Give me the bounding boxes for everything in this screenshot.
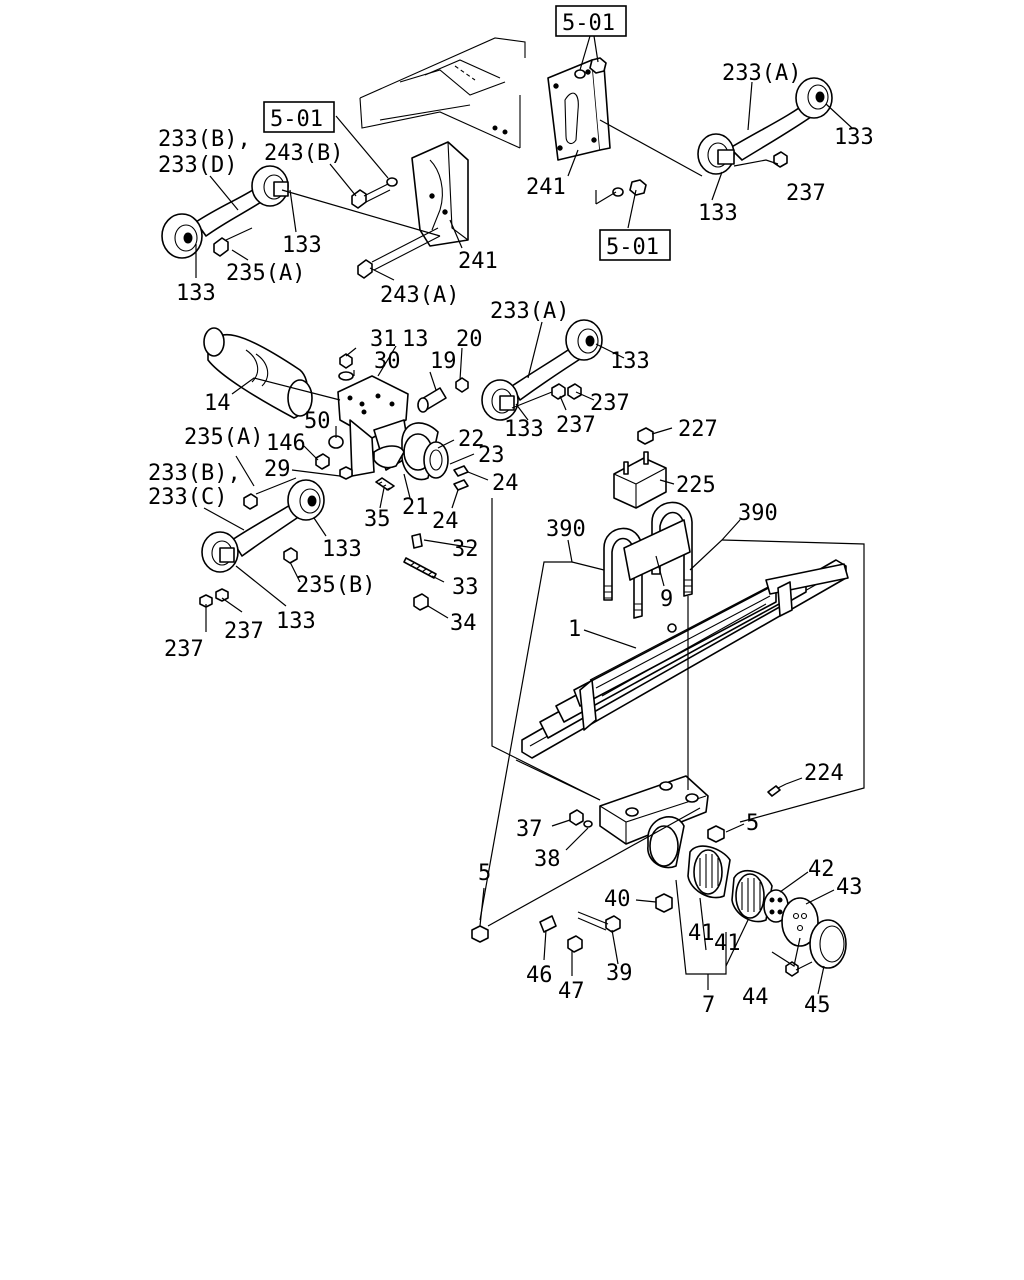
part-label: 233(A): [722, 61, 801, 86]
part-label: 237: [224, 619, 264, 644]
cover-43: [781, 897, 819, 947]
part-label: 235(A): [184, 425, 263, 450]
part-label: 241: [458, 249, 498, 274]
shaft-14: [203, 327, 313, 419]
part-label: 133: [276, 609, 316, 634]
part-label: 38: [534, 847, 561, 872]
part-label: 243(A): [380, 283, 459, 308]
part-label: 44: [742, 985, 769, 1010]
rubber-mount-225: [613, 427, 667, 509]
bolt-243-a: [357, 227, 441, 279]
part-label: 133: [698, 201, 738, 226]
part-label: 243(B): [264, 141, 343, 166]
part-label: 233(C): [148, 485, 227, 510]
part-label: 47: [558, 979, 585, 1004]
part-label: 390: [546, 517, 586, 542]
part-label: 133: [610, 349, 650, 374]
part-label: 233(A): [490, 299, 569, 324]
part-label: 34: [450, 611, 477, 636]
part-label: 233(B),: [158, 127, 251, 152]
ref-box-left: 5-01: [263, 101, 335, 133]
ref-box-top: 5-01: [555, 5, 627, 37]
spacer-9: [623, 519, 691, 581]
bushing-41: [687, 845, 773, 923]
part-label: 1: [568, 617, 581, 642]
ref-box-bottom: 5-01: [599, 229, 671, 261]
bolt-243-b: [351, 183, 391, 209]
part-label: 42: [808, 857, 835, 882]
part-label: 237: [786, 181, 826, 206]
bracket-241-center: [547, 59, 611, 161]
part-label: 41: [688, 921, 715, 946]
leaf-spring-1: [521, 559, 849, 759]
part-label: 29: [264, 457, 291, 482]
frame-rail: [359, 37, 526, 149]
small-parts-32-34: [403, 533, 437, 611]
part-label: 237: [164, 637, 204, 662]
part-label: 24: [492, 471, 519, 496]
part-label: 46: [526, 963, 553, 988]
part-label: 237: [556, 413, 596, 438]
part-label: 133: [504, 417, 544, 442]
part-label: 235(A): [226, 261, 305, 286]
part-label: 20: [456, 327, 483, 352]
ref-label: 5-01: [270, 107, 323, 132]
part-label: 39: [606, 961, 633, 986]
part-label: 23: [478, 443, 505, 468]
part-label: 43: [836, 875, 863, 900]
part-label: 50: [304, 409, 331, 434]
part-label: 32: [452, 537, 479, 562]
leader-lines: [195, 35, 865, 995]
part-label: 41: [714, 931, 741, 956]
part-label: 9: [660, 587, 673, 612]
part-label: 235(B): [296, 573, 375, 598]
pin-19: [417, 377, 469, 413]
part-label: 390: [738, 501, 778, 526]
torque-rod-233b-upper: [161, 165, 289, 259]
torque-rod-233b-lower: [199, 477, 325, 608]
fasteners-top: [386, 57, 647, 197]
spring-seat: [599, 775, 709, 869]
part-label: 45: [804, 993, 831, 1018]
small-parts-lower: [471, 783, 787, 953]
part-label: 146: [266, 431, 306, 456]
torque-rod-233a-upper: [697, 77, 833, 175]
part-label: 31: [370, 327, 397, 352]
part-label: 133: [176, 281, 216, 306]
hub-21-22-23: [373, 422, 449, 481]
part-label: 233(B),: [148, 461, 241, 486]
part-label: 7: [702, 993, 715, 1018]
part-label: 133: [282, 233, 322, 258]
bolt-44: [785, 961, 813, 977]
part-label: 133: [322, 537, 362, 562]
part-label: 22: [458, 427, 485, 452]
part-label: 241: [526, 175, 566, 200]
part-labels: 233(A) 133 237 133 241 233(B), 233(D) 24…: [148, 61, 874, 1018]
part-label: 13: [402, 327, 429, 352]
part-label: 233(D): [158, 153, 237, 178]
part-label: 40: [604, 887, 631, 912]
part-label: 30: [374, 349, 401, 374]
part-label: 5: [746, 811, 759, 836]
part-label: 133: [834, 125, 874, 150]
part-label: 33: [452, 575, 479, 600]
cap-45: [809, 919, 847, 969]
part-label: 224: [804, 761, 844, 786]
part-label: 35: [364, 507, 391, 532]
part-label: 19: [430, 349, 457, 374]
torque-rod-233a-middle: [481, 319, 603, 421]
part-label: 225: [676, 473, 716, 498]
part-label: 5: [478, 861, 491, 886]
part-label: 24: [432, 509, 459, 534]
part-label: 37: [516, 817, 543, 842]
part-label: 21: [402, 495, 429, 520]
part-label: 237: [590, 391, 630, 416]
ref-label: 5-01: [606, 235, 659, 260]
part-label: 227: [678, 417, 718, 442]
ref-label: 5-01: [562, 11, 615, 36]
part-label: 14: [204, 391, 231, 416]
